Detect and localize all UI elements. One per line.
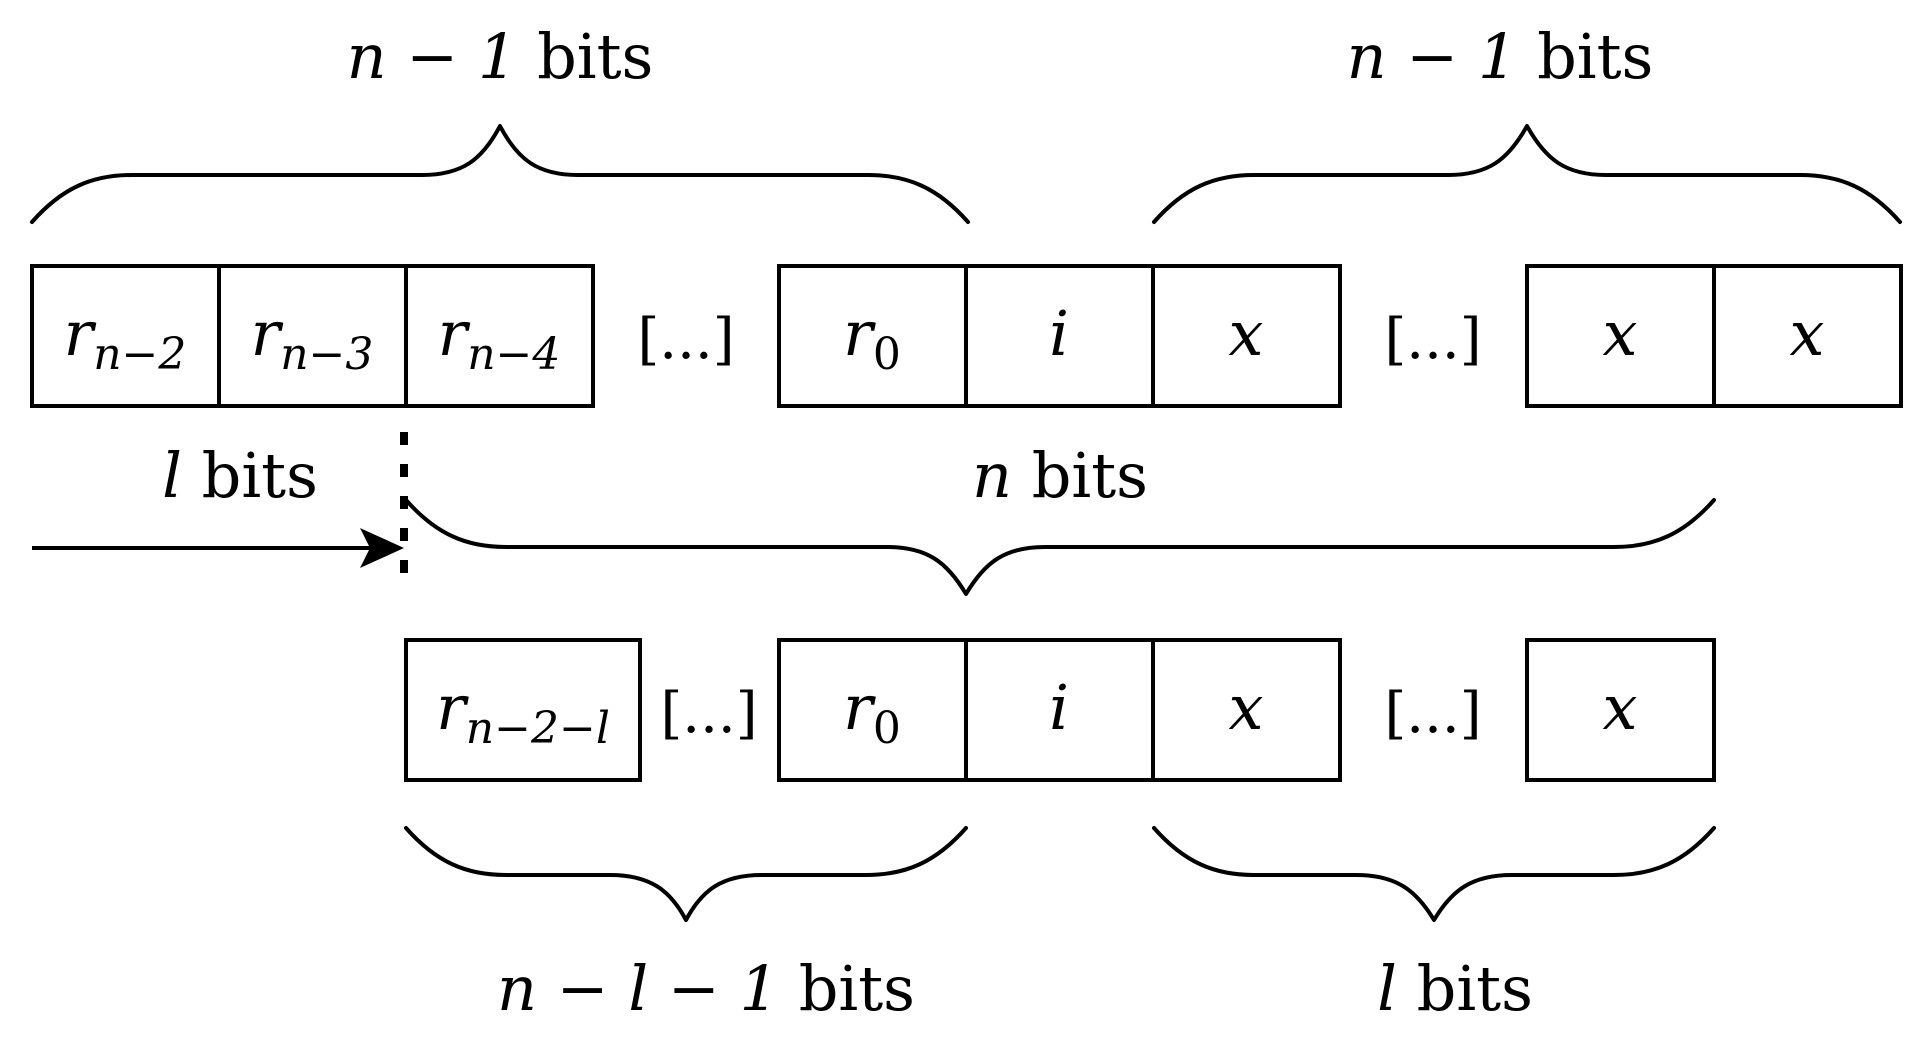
label-shift: l bits bbox=[162, 439, 318, 512]
label-bottom-left: n − l − 1 bits bbox=[497, 952, 915, 1025]
top-cell-6-text: x bbox=[1229, 297, 1264, 370]
top-cell-8-text: x bbox=[1790, 297, 1825, 370]
label-bottom-right: l bits bbox=[1377, 952, 1533, 1025]
bottom-row: rn−2−l r0 i x x [...] [...] bbox=[404, 638, 1716, 782]
label-top-right: n − 1 bits bbox=[1347, 20, 1654, 93]
brace-middle bbox=[404, 498, 1716, 596]
top-cell-7 bbox=[1525, 264, 1716, 408]
bottom-cell-3-text: i bbox=[1049, 671, 1069, 744]
label-top-left: n − 1 bits bbox=[347, 20, 654, 93]
top-cell-5 bbox=[964, 264, 1155, 408]
brace-bottom-right bbox=[1152, 826, 1716, 922]
bottom-cell-2-text: r0 bbox=[843, 671, 901, 754]
top-cell-1-text: rn−2 bbox=[64, 297, 187, 380]
top-cell-7-text: x bbox=[1603, 297, 1638, 370]
brace-bottom-left bbox=[404, 826, 968, 922]
top-cell-1 bbox=[30, 264, 221, 408]
top-ellipsis-2: [...] bbox=[1384, 307, 1481, 372]
bottom-cell-4 bbox=[1151, 638, 1342, 782]
top-cell-2-text: rn−3 bbox=[251, 297, 374, 380]
bottom-cell-1-text: rn−2−l bbox=[436, 671, 610, 754]
bottom-ellipsis-1: [...] bbox=[660, 681, 757, 746]
bottom-cell-5-text: x bbox=[1603, 671, 1638, 744]
label-middle: n bits bbox=[972, 439, 1148, 512]
shift-arrowhead bbox=[360, 528, 404, 568]
bottom-cell-4-text: x bbox=[1229, 671, 1264, 744]
top-cell-3 bbox=[404, 264, 595, 408]
bottom-ellipsis-2: [...] bbox=[1384, 681, 1481, 746]
top-cell-8 bbox=[1712, 264, 1903, 408]
top-ellipsis-1: [...] bbox=[637, 307, 734, 372]
top-cell-6 bbox=[1151, 264, 1342, 408]
bottom-cell-1 bbox=[404, 638, 642, 782]
brace-top-right bbox=[1152, 124, 1902, 224]
top-cell-4-text: r0 bbox=[843, 297, 901, 380]
top-cell-2 bbox=[217, 264, 408, 408]
brace-top-left bbox=[30, 124, 970, 224]
top-cell-3-text: rn−4 bbox=[438, 297, 561, 380]
bottom-cell-3 bbox=[964, 638, 1155, 782]
top-row: rn−2 rn−3 rn−4 r0 i x x x [...] [...] bbox=[30, 264, 1903, 408]
bottom-cell-5 bbox=[1525, 638, 1716, 782]
top-cell-5-text: i bbox=[1049, 297, 1069, 370]
